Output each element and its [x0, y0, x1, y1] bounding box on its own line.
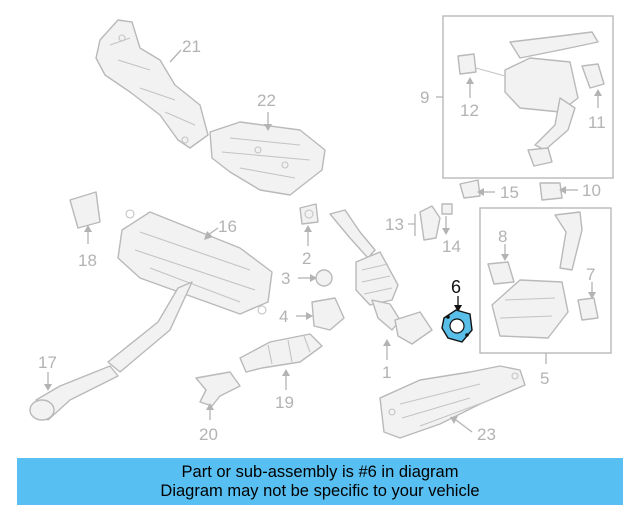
- callout-10: 10: [582, 181, 601, 200]
- callout-23: 23: [477, 425, 496, 444]
- callout-3: 3: [281, 269, 290, 288]
- callout-22: 22: [257, 91, 276, 110]
- part-3-rubber-mount: 3: [281, 269, 333, 288]
- part-19-flex-tube: 19: [239, 333, 323, 412]
- banner-line-2: Diagram may not be specific to your vehi…: [160, 481, 480, 500]
- callout-6: 6: [451, 277, 461, 297]
- part-5-converter-group: 5 8 7: [479, 207, 612, 388]
- callout-11: 11: [588, 113, 606, 132]
- part-4-bracket: 4: [279, 297, 345, 331]
- callout-13: 13: [385, 215, 404, 234]
- part-18-hanger: 18: [69, 191, 101, 270]
- part-10-gasket: 10: [539, 181, 601, 201]
- callout-8: 8: [498, 227, 507, 246]
- callout-7: 7: [586, 265, 595, 284]
- part-13-oxygen-sensor: 13 14: [385, 203, 461, 256]
- callout-15: 15: [500, 183, 519, 202]
- part-17-pipe: 17: [29, 353, 119, 421]
- callout-1: 1: [382, 363, 391, 382]
- callout-19: 19: [275, 393, 294, 412]
- banner-line-1: Part or sub-assembly is #6 in diagram: [181, 462, 459, 481]
- callout-5: 5: [540, 369, 549, 388]
- part-15-gasket: 15: [459, 179, 519, 202]
- part-9-rear-muffler-group: 9 12 11: [420, 15, 614, 179]
- part-23-heat-shield: 23: [379, 365, 526, 444]
- callout-14: 14: [442, 237, 461, 256]
- callout-9: 9: [420, 88, 429, 107]
- callout-20: 20: [199, 425, 218, 444]
- part-20-elbow: 20: [195, 371, 241, 444]
- callout-18: 18: [78, 251, 97, 270]
- callout-21: 21: [182, 37, 201, 56]
- part-1-front-pipe: 1: [329, 209, 433, 382]
- callout-4: 4: [279, 307, 288, 326]
- part-21-heat-shield: 21: [95, 19, 209, 149]
- callout-16: 16: [218, 217, 237, 236]
- exhaust-parts-diagram: 21 22 9 12 11 15 10: [29, 15, 614, 444]
- part-16-center-muffler: 16: [107, 209, 273, 373]
- part-2-gasket: 2: [299, 203, 319, 268]
- part-6-gasket-highlighted: 6: [441, 277, 473, 343]
- callout-12: 12: [460, 101, 479, 120]
- callout-17: 17: [38, 353, 57, 372]
- info-banner: Part or sub-assembly is #6 in diagram Di…: [17, 458, 623, 505]
- part-22-heat-shield: 22: [209, 91, 326, 196]
- callout-2: 2: [302, 249, 311, 268]
